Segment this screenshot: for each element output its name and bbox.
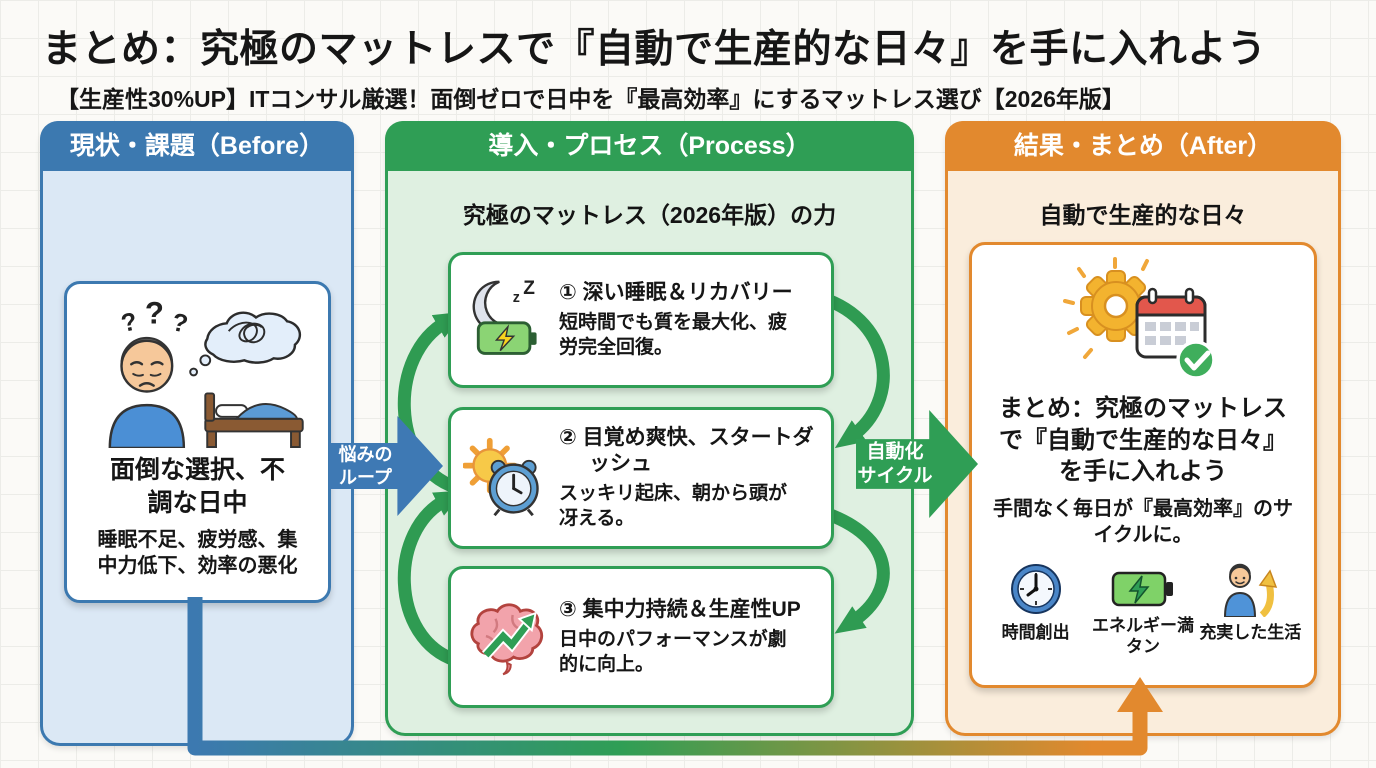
loop-arrow-label: 悩みの ループ (338, 444, 393, 488)
gear-calendar-check-icon (1063, 257, 1216, 380)
process-column: 導入・プロセス（Process） 究極のマットレス（2026年版）の力 z Z … (385, 121, 914, 736)
benefit-life: 充実した生活 (1197, 561, 1303, 643)
after-card: まとめ：究極のマットレスで『自動で生産的な日々』を手に入れよう 手間なく毎日が『… (969, 242, 1317, 688)
person-rising-arrow-icon (1224, 563, 1278, 617)
brain-up-arrow-icon (470, 603, 544, 676)
process-column-header: 導入・プロセス（Process） (385, 121, 914, 171)
process-step-3: ③ 集中力持続＆生産性UP 日中のパフォーマンスが劇的に向上。 (448, 566, 834, 708)
automation-cycle-arrow-label: 自動化 サイクル (857, 441, 933, 486)
page-subtitle: 【生産性30%UP】ITコンサル厳選！面倒ゼロで日中を『最高効率』にするマットレ… (56, 86, 1125, 112)
svg-text:?: ? (145, 296, 164, 330)
moon-battery-icon: z Z (472, 278, 537, 355)
process-step-2-title: ② 目覚め爽快、スタートダッシュ (559, 425, 814, 475)
benefit-time-label: 時間創出 (1001, 623, 1070, 642)
svg-text:?: ? (119, 307, 140, 338)
benefit-energy-label: エネルギー満タン (1091, 616, 1194, 657)
after-column-header: 結果・まとめ（After） (945, 121, 1341, 171)
process-step-2: ② 目覚め爽快、スタートダッシュ スッキリ起床、朝から頭が冴える。 (448, 407, 834, 549)
loop-arrow: 悩みの ループ (329, 416, 443, 516)
sun-alarm-clock-icon (463, 437, 539, 517)
benefit-time: 時間創出 (983, 561, 1089, 643)
after-subtitle: 自動で生産的な日々 (1039, 202, 1247, 228)
svg-text:Z: Z (523, 278, 535, 299)
worried-person-thought-bubble-bed-icon: ? ? ? (108, 296, 304, 448)
after-benefits-row: 時間創出 エネルギー満タン 充実した生活 (982, 561, 1304, 658)
automation-cycle-arrow: 自動化 サイクル (856, 410, 978, 518)
before-card-description: 睡眠不足、疲労感、集中力低下、効率の悪化 (97, 529, 298, 577)
battery-icon (1111, 571, 1173, 607)
clock-icon (1010, 564, 1061, 614)
page-title: まとめ：究極のマットレスで『自動で生産的な日々』を手に入れよう (42, 28, 1267, 71)
before-card: ? ? ? 面倒な選択、不調な日中 睡眠不足、疲労感、集中力低下、効率の悪化 (64, 281, 331, 603)
benefit-life-label: 充実した生活 (1199, 623, 1302, 642)
svg-text:z: z (513, 290, 520, 306)
process-step-1-title: ① 深い睡眠＆リカバリー (559, 280, 793, 304)
process-step-3-description: 日中のパフォーマンスが劇的に向上。 (559, 628, 787, 675)
before-card-title: 面倒な選択、不調な日中 (109, 456, 285, 517)
after-card-title: まとめ：究極のマットレスで『自動で生産的な日々』を手に入れよう (999, 395, 1287, 486)
before-column-header: 現状・課題（Before） (40, 121, 354, 171)
process-subtitle: 究極のマットレス（2026年版）の力 (462, 202, 837, 228)
benefit-energy: エネルギー満タン (1090, 561, 1196, 658)
process-step-1-description: 短時間でも質を最大化、疲労完全回復。 (559, 311, 788, 358)
svg-text:?: ? (169, 308, 190, 339)
process-step-3-title: ③ 集中力持続＆生産性UP (559, 597, 801, 621)
after-card-description: 手間なく毎日が『最高効率』のサイクルに。 (993, 498, 1293, 547)
process-step-2-description: スッキリ起床、朝から頭が冴える。 (559, 483, 788, 529)
